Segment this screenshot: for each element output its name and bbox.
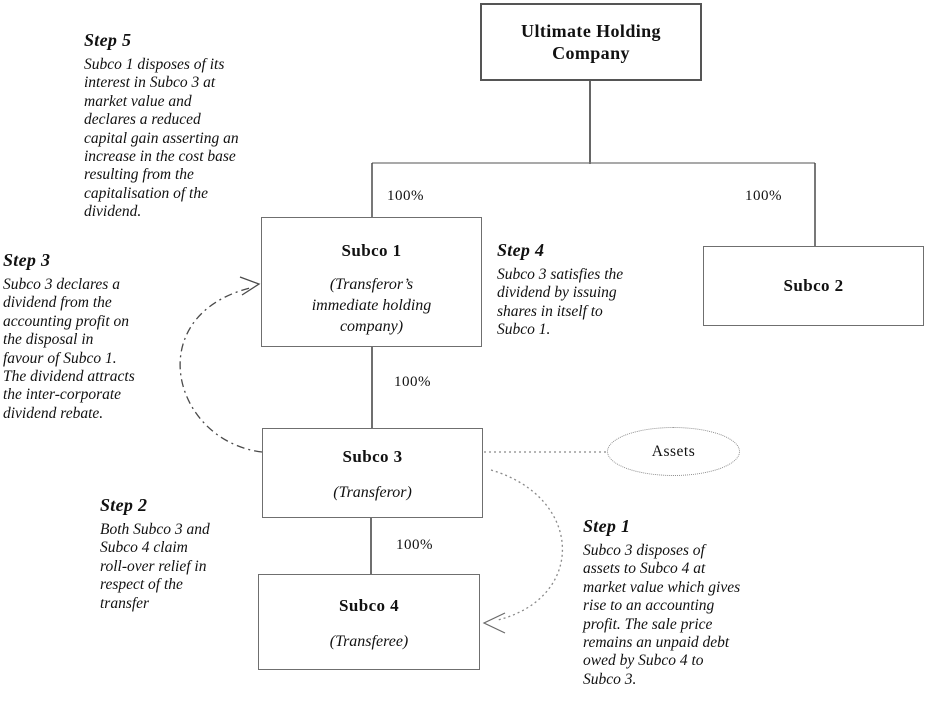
dashdot-arrowhead bbox=[239, 276, 261, 296]
node-subtitle-subco4: (Transferee) bbox=[329, 633, 409, 651]
step-4-body: Subco 3 satisfies the dividend by issuin… bbox=[497, 266, 624, 339]
assets-ellipse: Assets bbox=[607, 427, 740, 476]
ownership-label-uhc-subco1: 100% bbox=[387, 188, 424, 204]
dotted-arrow-subco3-to-subco4 bbox=[490, 469, 564, 621]
step-2-heading: Step 2 bbox=[100, 495, 148, 515]
ownership-label-uhc-subco2: 100% bbox=[745, 188, 782, 204]
step-2-body: Both Subco 3 and Subco 4 claim roll-over… bbox=[100, 521, 210, 612]
ownership-label-subco1-subco3: 100% bbox=[394, 374, 431, 390]
node-subco4: Subco 4 (Transferee) bbox=[258, 574, 480, 670]
step-5-body: Subco 1 disposes of its interest in Subc… bbox=[84, 56, 239, 221]
node-subtitle-subco3: (Transferor) bbox=[333, 484, 412, 502]
node-title-subco4: Subco 4 bbox=[339, 596, 399, 615]
ownership-label-subco3-subco4: 100% bbox=[396, 537, 433, 553]
dotted-arrowhead bbox=[482, 612, 506, 634]
node-ultimate-holding-company: Ultimate Holding Company bbox=[480, 3, 702, 81]
node-title-subco1: Subco 1 bbox=[341, 241, 402, 260]
step-3-body: Subco 3 declares a dividend from the acc… bbox=[3, 276, 135, 422]
node-subco3: Subco 3 (Transferor) bbox=[262, 428, 483, 518]
node-subtitle-subco1: (Transferor’s immediate holding company) bbox=[311, 276, 432, 335]
step-5-annotation: Step 5 Subco 1 disposes of its interest … bbox=[84, 30, 294, 222]
node-title-uhc: Ultimate Holding Company bbox=[521, 20, 661, 64]
step-3-heading: Step 3 bbox=[3, 250, 51, 270]
step-1-annotation: Step 1 Subco 3 disposes of assets to Sub… bbox=[583, 516, 828, 689]
step-3-annotation: Step 3 Subco 3 declares a dividend from … bbox=[3, 250, 198, 423]
assets-label: Assets bbox=[651, 442, 696, 460]
node-title-subco2: Subco 2 bbox=[783, 276, 844, 296]
step-5-heading: Step 5 bbox=[84, 30, 132, 50]
node-subco1: Subco 1 (Transferor’s immediate holding … bbox=[261, 217, 482, 347]
step-4-annotation: Step 4 Subco 3 satisfies the dividend by… bbox=[497, 240, 692, 340]
node-title-subco3: Subco 3 bbox=[342, 447, 403, 466]
step-1-heading: Step 1 bbox=[583, 516, 631, 536]
node-subco2: Subco 2 bbox=[703, 246, 924, 326]
step-2-annotation: Step 2 Both Subco 3 and Subco 4 claim ro… bbox=[100, 495, 285, 613]
step-4-heading: Step 4 bbox=[497, 240, 545, 260]
step-1-body: Subco 3 disposes of assets to Subco 4 at… bbox=[583, 542, 741, 688]
